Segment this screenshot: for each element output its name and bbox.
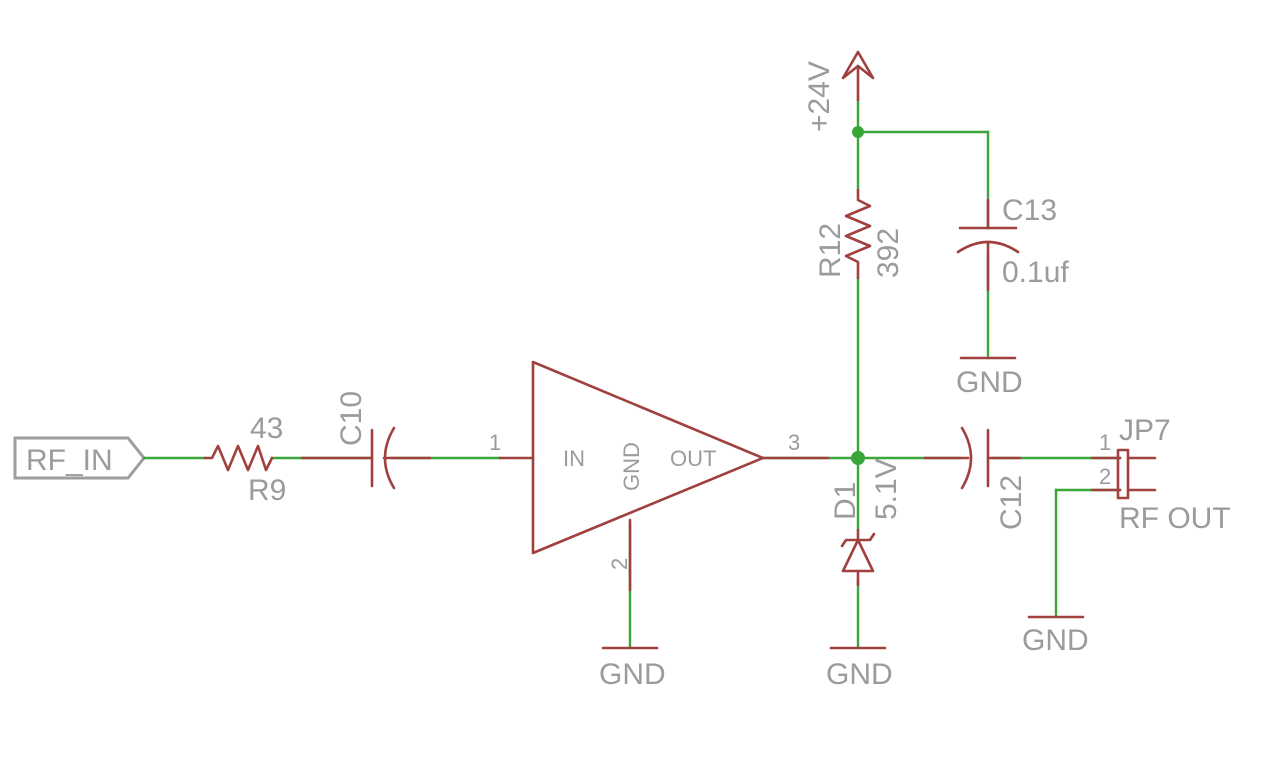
r12-ref: R12 xyxy=(814,223,847,278)
c12-ref: C12 xyxy=(995,475,1028,530)
resistor-r12: R12 392 xyxy=(814,188,905,280)
ground-amplifier: GND xyxy=(599,646,666,691)
ground-label: GND xyxy=(599,658,666,691)
ground-connector: GND xyxy=(1022,615,1089,657)
ground-c13: GND xyxy=(956,356,1023,399)
amp-pin-in: 1 xyxy=(489,430,501,455)
capacitor-c13: C13 0.1uf xyxy=(956,194,1069,292)
c10-ref: C10 xyxy=(335,391,368,446)
d1-ref: D1 xyxy=(829,482,862,520)
jp7-ref: JP7 xyxy=(1119,414,1171,447)
ground-diode: GND xyxy=(826,646,893,691)
d1-value: 5.1V xyxy=(870,458,903,520)
rf-in-port-label: RF_IN xyxy=(26,444,113,477)
jp7-value: RF OUT xyxy=(1119,502,1231,535)
ground-label: GND xyxy=(1022,624,1089,657)
capacitor-c10: C10 xyxy=(300,391,432,490)
jp7-pin1: 1 xyxy=(1099,430,1111,455)
r9-value: 43 xyxy=(250,412,283,445)
amplifier: 1 3 2 IN GND OUT xyxy=(489,360,830,592)
rf-in-port: RF_IN xyxy=(13,436,146,480)
c13-ref: C13 xyxy=(1002,194,1057,227)
supply-24v: +24V xyxy=(803,50,875,132)
junction-supply xyxy=(852,126,864,138)
amp-pin-gnd: 2 xyxy=(607,558,632,570)
jp7-pin2: 2 xyxy=(1099,464,1111,489)
r12-value: 392 xyxy=(872,228,905,278)
diode-d1: D1 5.1V xyxy=(829,458,903,587)
amp-in-label: IN xyxy=(563,446,585,471)
connector-jp7: 1 2 JP7 RF OUT xyxy=(1090,414,1231,535)
resistor-r9: 43 R9 xyxy=(203,412,286,507)
c13-value: 0.1uf xyxy=(1002,256,1069,289)
capacitor-c12: C12 xyxy=(923,426,1028,530)
ground-label: GND xyxy=(956,366,1023,399)
amp-gnd-label: GND xyxy=(619,442,644,491)
supply-label: +24V xyxy=(803,61,836,132)
junction-output xyxy=(851,451,865,465)
ground-label: GND xyxy=(826,658,893,691)
amp-out-label: OUT xyxy=(670,446,716,471)
amp-pin-out: 3 xyxy=(788,430,800,455)
r9-ref: R9 xyxy=(248,474,286,507)
